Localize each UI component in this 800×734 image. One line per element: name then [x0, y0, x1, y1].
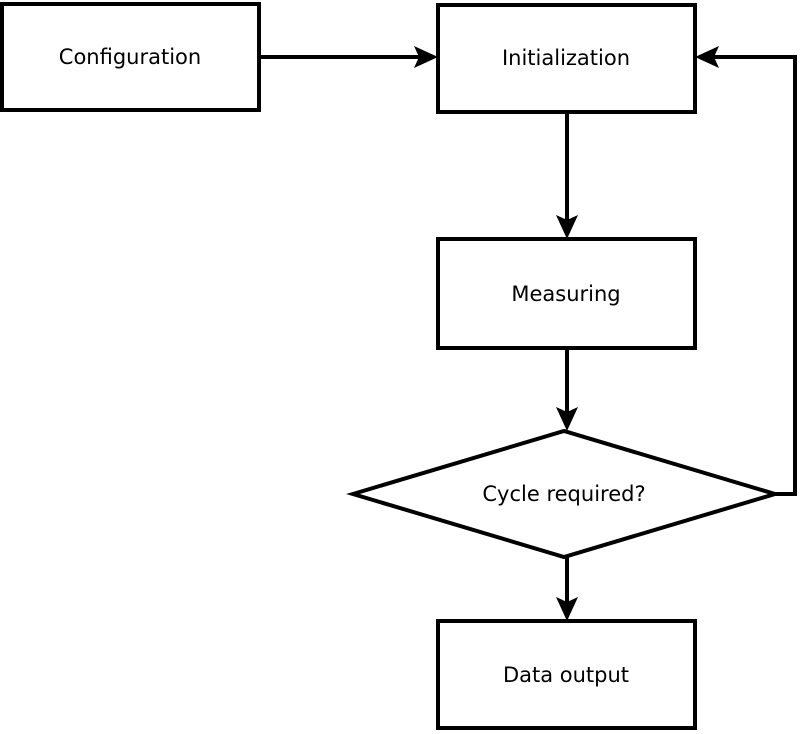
- node-label-cycle-required: Cycle required?: [482, 482, 645, 506]
- edge-cycle-required-to-data-output: [556, 557, 578, 621]
- node-label-measuring: Measuring: [511, 282, 620, 306]
- arrow-head-down-into-data-output: [556, 597, 578, 621]
- node-measuring[interactable]: Measuring: [436, 237, 697, 350]
- arrow-head-down-into-measuring: [556, 215, 578, 239]
- node-shape-data-output[interactable]: [436, 619, 697, 730]
- node-initialization[interactable]: Initialization: [436, 3, 697, 114]
- node-label-data-output: Data output: [503, 663, 629, 687]
- node-label-configuration: Configuration: [59, 45, 201, 69]
- edge-configuration-to-initialization: [259, 46, 438, 68]
- edge-initialization-to-measuring: [556, 112, 578, 239]
- arrow-head-right-into-initialization: [414, 46, 438, 68]
- node-cycle-required[interactable]: Cycle required?: [346, 428, 782, 560]
- edge-cycle-required-to-initialization-feedback: [695, 46, 797, 496]
- arrow-head-left-into-initialization: [695, 46, 719, 68]
- node-data-output[interactable]: Data output: [436, 619, 697, 730]
- edge-line-feedback-loop: [705, 55, 797, 496]
- edge-measuring-to-cycle-required: [556, 348, 578, 431]
- node-shape-configuration[interactable]: [0, 2, 261, 112]
- node-shape-measuring[interactable]: [436, 237, 697, 350]
- node-shape-cycle-required[interactable]: [346, 428, 782, 560]
- node-label-initialization: Initialization: [502, 46, 630, 70]
- node-configuration[interactable]: Configuration: [0, 2, 261, 112]
- node-shape-initialization[interactable]: [436, 3, 697, 114]
- arrow-head-down-into-cycle-required: [556, 407, 578, 431]
